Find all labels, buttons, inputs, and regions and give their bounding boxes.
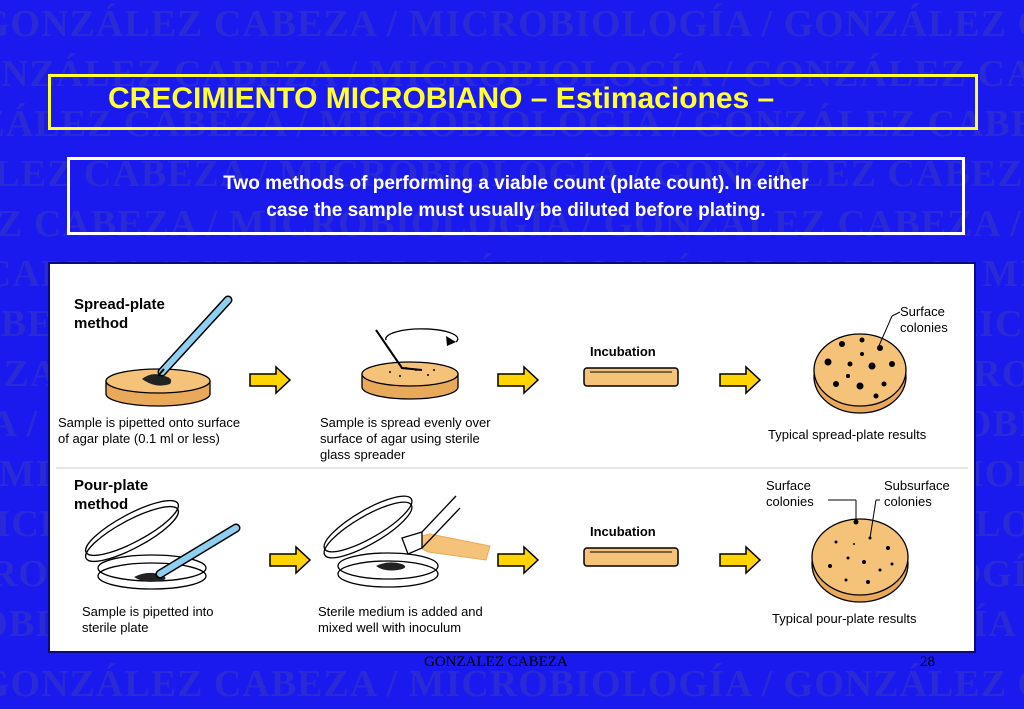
spread-colonies-label: Surface (900, 304, 945, 319)
arrow-right-icon (497, 366, 539, 394)
arrow-right-icon (719, 366, 761, 394)
spread-step1-text: of agar plate (0.1 ml or less) (58, 431, 220, 446)
pour-incubation-label: Incubation (590, 524, 656, 539)
pour-surface-colonies-label: Surface (766, 478, 811, 493)
incubation-plate-icon (583, 547, 679, 567)
pour-method-title: method (74, 496, 128, 513)
pour-step1-text: Sample is pipetted into (82, 604, 214, 619)
agar-plate-with-pipette-icon (105, 295, 233, 407)
spread-method-title: Spread-plate (74, 296, 165, 313)
watermark-line: GONZÁLEZ CABEZA / MICROBIOLOGÍA / GONZÁL… (0, 663, 1024, 705)
pour-step2-text: mixed well with inoculum (318, 620, 461, 635)
arrow-right-icon (497, 546, 539, 574)
watermark-line: GONZÁLEZ CABEZA / MICROBIOLOGÍA / GONZÁL… (0, 103, 1024, 145)
arrow-right-icon (249, 366, 291, 394)
figure-drawing: Spread-plate method Incubation (56, 295, 968, 635)
arrow-right-icon (269, 546, 311, 574)
caption-line: Two methods of performing a viable count… (223, 173, 809, 194)
arrow-right-icon (719, 546, 761, 574)
pour-subsurface-colonies-label: colonies (884, 494, 932, 509)
pouring-medium-plate-icon (323, 495, 491, 588)
incubation-plate-icon (583, 367, 679, 387)
spread-method-title: method (74, 315, 128, 332)
pour-subsurface-colonies-label: Subsurface (884, 478, 950, 493)
spread-step2-text: Sample is spread evenly over (320, 415, 491, 430)
spread-colonies-label: colonies (900, 320, 948, 335)
title-frame (48, 74, 978, 130)
page-number: 28 (920, 654, 935, 670)
caption-line: case the sample must usually be diluted … (266, 200, 766, 221)
pour-method-title: Pour-plate (74, 477, 148, 494)
pour-step2-text: Sterile medium is added and (318, 604, 483, 619)
watermark-line: GONZÁLEZ CABEZA / MICROBIOLOGÍA / GONZÁL… (0, 203, 1024, 245)
pour-step1-text: sterile plate (82, 620, 148, 635)
spread-step2-text: glass spreader (320, 447, 406, 462)
spread-step1-text: Sample is pipetted onto surface (58, 415, 240, 430)
spread-step2-text: surface of agar using sterile (320, 431, 480, 446)
watermark-line: GONZÁLEZ CABEZA / MICROBIOLOGÍA / GONZÁL… (0, 153, 1024, 195)
slide-title: CRECIMIENTO MICROBIANO – Estimaciones – (108, 82, 775, 115)
pour-result-caption: Typical pour-plate results (772, 611, 917, 626)
caption-frame (67, 157, 965, 235)
spreader-plate-icon (361, 328, 459, 400)
pour-result-plate-icon (811, 499, 909, 603)
watermark-line: GONZÁLEZ CABEZA / MICROBIOLOGÍA / GONZÁL… (0, 3, 1024, 45)
caption: Two methods of performing a viable count… (75, 170, 957, 224)
spread-incubation-label: Incubation (590, 344, 656, 359)
empty-plate-with-pipette-icon (84, 499, 241, 590)
pour-surface-colonies-label: colonies (766, 494, 814, 509)
spread-result-plate-icon (813, 311, 907, 414)
footer-author: GONZALEZ CABEZA (424, 654, 568, 670)
plate-count-figure: Spread-plate method Incubation (48, 262, 976, 653)
spread-result-caption: Typical spread-plate results (768, 427, 927, 442)
